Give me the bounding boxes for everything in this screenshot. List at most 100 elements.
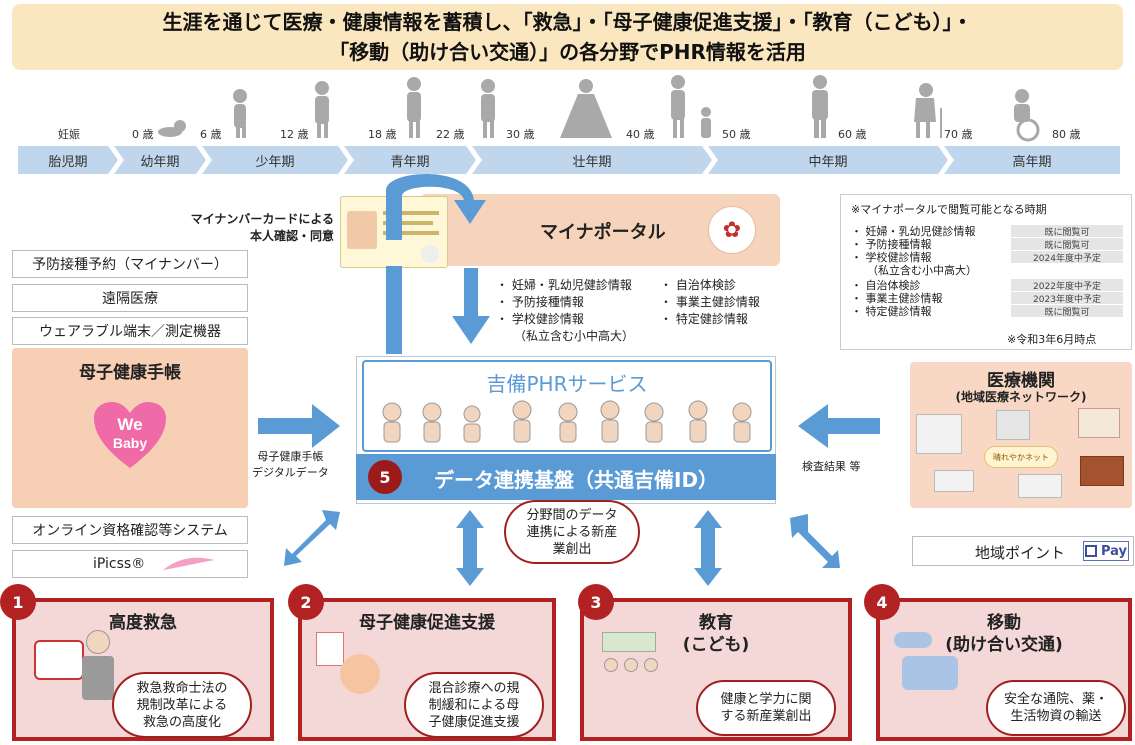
life-stage-band: 胎児期 幼年期 少年期 青年期 壮年期 中年期 高年期 xyxy=(18,146,1120,174)
ipicss-label: iPicss® xyxy=(93,556,146,572)
student-figure xyxy=(481,79,495,138)
info-row-status: 既に閲覧可 xyxy=(1011,238,1123,251)
domain2-double-arrow-icon xyxy=(456,510,484,586)
handbook-icon xyxy=(316,632,344,666)
child-figure xyxy=(233,89,247,138)
phr-people-illustration xyxy=(382,400,752,443)
mynaportal-mascot-icon: ✿ xyxy=(708,206,756,254)
medical-left-arrow-icon xyxy=(798,404,828,448)
hospital-building-icon xyxy=(916,414,962,454)
age-label: 30 歳 xyxy=(506,128,535,141)
myna-info-item: ・ 妊婦・乳幼児健診情報 xyxy=(496,278,632,292)
info-row-status: 既に閲覧可 xyxy=(1011,305,1123,318)
age-label: 70 歳 xyxy=(944,128,973,141)
mynaportal-label: マイナポータル xyxy=(540,222,666,243)
mother-baby-icon xyxy=(340,654,380,694)
wearable-device-box: ウェアラブル端末／測定機器 xyxy=(12,317,248,345)
middle-aged-figure xyxy=(812,75,828,138)
maternal-handbook-title: 母子健康手帳 xyxy=(79,363,181,383)
domain-number-badge: 3 xyxy=(578,584,614,620)
domain-subtitle: (こども) xyxy=(682,635,750,655)
stage-child: 少年期 xyxy=(202,146,348,174)
card-caption-line-2: 本人確認・同意 xyxy=(249,229,334,243)
phr-service-panel: 吉備PHRサービス xyxy=(362,360,772,452)
ipicss-logo xyxy=(163,557,216,570)
age-label: 50 歳 xyxy=(722,128,751,141)
maternal-right-arrow-icon xyxy=(312,404,340,448)
info-row-label: （私立含む小中高大） xyxy=(867,264,977,277)
domain-emergency-bubble: 救急救命士法の 規制改革による 救急の高度化 xyxy=(112,672,252,738)
myna-info-item: ・ 予防接種情報 xyxy=(496,295,584,309)
domain-number-badge: 1 xyxy=(0,584,36,620)
ipicss-box: iPicss® xyxy=(12,550,248,578)
myna-info-right: ・ 自治体検診 ・ 事業主健診情報 ・ 特定健診情報 xyxy=(660,276,760,327)
info-row-status: 既に閲覧可 xyxy=(1011,225,1123,238)
ambulance-icon xyxy=(34,640,84,680)
title-line-2: 「移動（助け合い交通）」の各分野でPHR情報を活用 xyxy=(329,40,806,64)
myna-down-arrow-icon xyxy=(452,316,490,344)
age-label: 0 歳 xyxy=(132,128,154,141)
age-label: 80 歳 xyxy=(1052,128,1081,141)
info-row-label: ・ 学校健診情報 xyxy=(851,251,932,264)
info-row-label: ・ 事業主健診情報 xyxy=(851,292,943,305)
info-row-status: 2023年度中予定 xyxy=(1011,292,1123,305)
title-banner: 生涯を通じて医療・健康情報を蓄積し、「救急」・「母子健康促進支援」・「教育（こど… xyxy=(12,4,1123,70)
domain-title: 高度救急 xyxy=(109,613,177,633)
myna-info-item: ・ 自治体検診 xyxy=(660,278,736,292)
card-caption-line-1: マイナンバーカードによる xyxy=(190,212,334,226)
myna-info-item: ・ 事業主健診情報 xyxy=(660,295,760,309)
maternal-flow-caption: 母子健康手帳 デジタルデータ xyxy=(252,450,329,479)
pay-logo-icon xyxy=(1084,545,1097,557)
telemedicine-box: 遠隔医療 xyxy=(12,284,248,312)
data-platform-label: データ連携基盤（共通吉備ID） xyxy=(434,468,719,492)
domain1-double-arrow-icon xyxy=(284,510,340,566)
domain4-double-arrow-icon xyxy=(790,514,840,568)
info-row-label: ・ 自治体検診 xyxy=(851,279,921,292)
stage-elder: 高年期 xyxy=(944,146,1120,174)
info-row-label: ・ 予防接種情報 xyxy=(851,238,932,251)
stage-youth: 青年期 xyxy=(344,146,476,174)
info-box-heading: ※マイナポータルで閲覧可能となる時期 xyxy=(851,203,1047,216)
curved-arrow-icon xyxy=(386,173,486,240)
domain3-double-arrow-icon xyxy=(694,510,722,586)
parent-child-figure xyxy=(671,75,711,138)
age-label: 妊娠 xyxy=(58,128,80,141)
online-qualification-box: オンライン資格確認等システム xyxy=(12,516,248,544)
medical-institution-subtitle: (地域医療ネットワーク) xyxy=(955,390,1087,404)
title-line-1: 生涯を通じて医療・健康情報を蓄積し、「救急」・「母子健康促進支援」・「教育（こど… xyxy=(162,10,973,34)
domain-mobility-bubble: 安全な通院、薬・ 生活物資の輸送 xyxy=(986,680,1126,736)
card-down-arrow-shaft xyxy=(386,266,402,354)
schoolchild-figure xyxy=(315,81,329,138)
age-label: 22 歳 xyxy=(436,128,465,141)
baby-crawling-figure xyxy=(158,120,186,137)
stage-infant: 幼年期 xyxy=(114,146,206,174)
phr-service-title: 吉備PHRサービス xyxy=(486,372,648,396)
center-bubble: 分野間のデータ 連携による新産 業創出 xyxy=(504,500,640,564)
info-row-label: ・ 妊婦・乳幼児健診情報 xyxy=(851,225,976,238)
stage-prime: 壮年期 xyxy=(472,146,712,174)
myna-info-item: ・ 特定健診情報 xyxy=(660,312,748,326)
pay-logo: Pay xyxy=(1083,541,1129,561)
youth-figure xyxy=(407,77,421,138)
clinic-building-icon xyxy=(996,410,1030,440)
domain-title: 母子健康促進支援 xyxy=(359,613,495,633)
school-building-icon xyxy=(602,632,656,652)
myna-info-left: ・ 妊婦・乳幼児健診情報 ・ 予防接種情報 ・ 学校健診情報 （私立含む小中高大… xyxy=(496,276,634,344)
domain-education-bubble: 健康と学力に関 する新産業創出 xyxy=(696,680,836,736)
domain-subtitle: (助け合い交通) xyxy=(945,635,1063,655)
info-row-status: 2022年度中予定 xyxy=(1011,279,1123,292)
info-box-footnote: ※令和3年6月時点 xyxy=(1007,333,1097,346)
mynumber-card-caption: マイナンバーカードによる 本人確認・同意 xyxy=(150,210,334,244)
pharmacy-building-icon xyxy=(934,470,974,492)
age-label: 60 歳 xyxy=(838,128,867,141)
myna-info-item: ・ 学校健診情報 xyxy=(496,312,584,326)
paramedic-icon xyxy=(86,630,110,654)
age-label: 12 歳 xyxy=(280,128,309,141)
data-platform-bar: 5 データ連携基盤（共通吉備ID） xyxy=(356,454,776,500)
van-icon xyxy=(902,656,958,690)
vaccination-reservation-box: 予防接種予約（マイナンバー） xyxy=(12,250,248,278)
maternal-handbook-box: 母子健康手帳 We Baby xyxy=(12,348,248,508)
webaby-logo-baby: Baby xyxy=(113,435,147,451)
webaby-logo-we: We xyxy=(117,415,142,434)
network-sign: 晴れやかネット xyxy=(984,446,1058,468)
